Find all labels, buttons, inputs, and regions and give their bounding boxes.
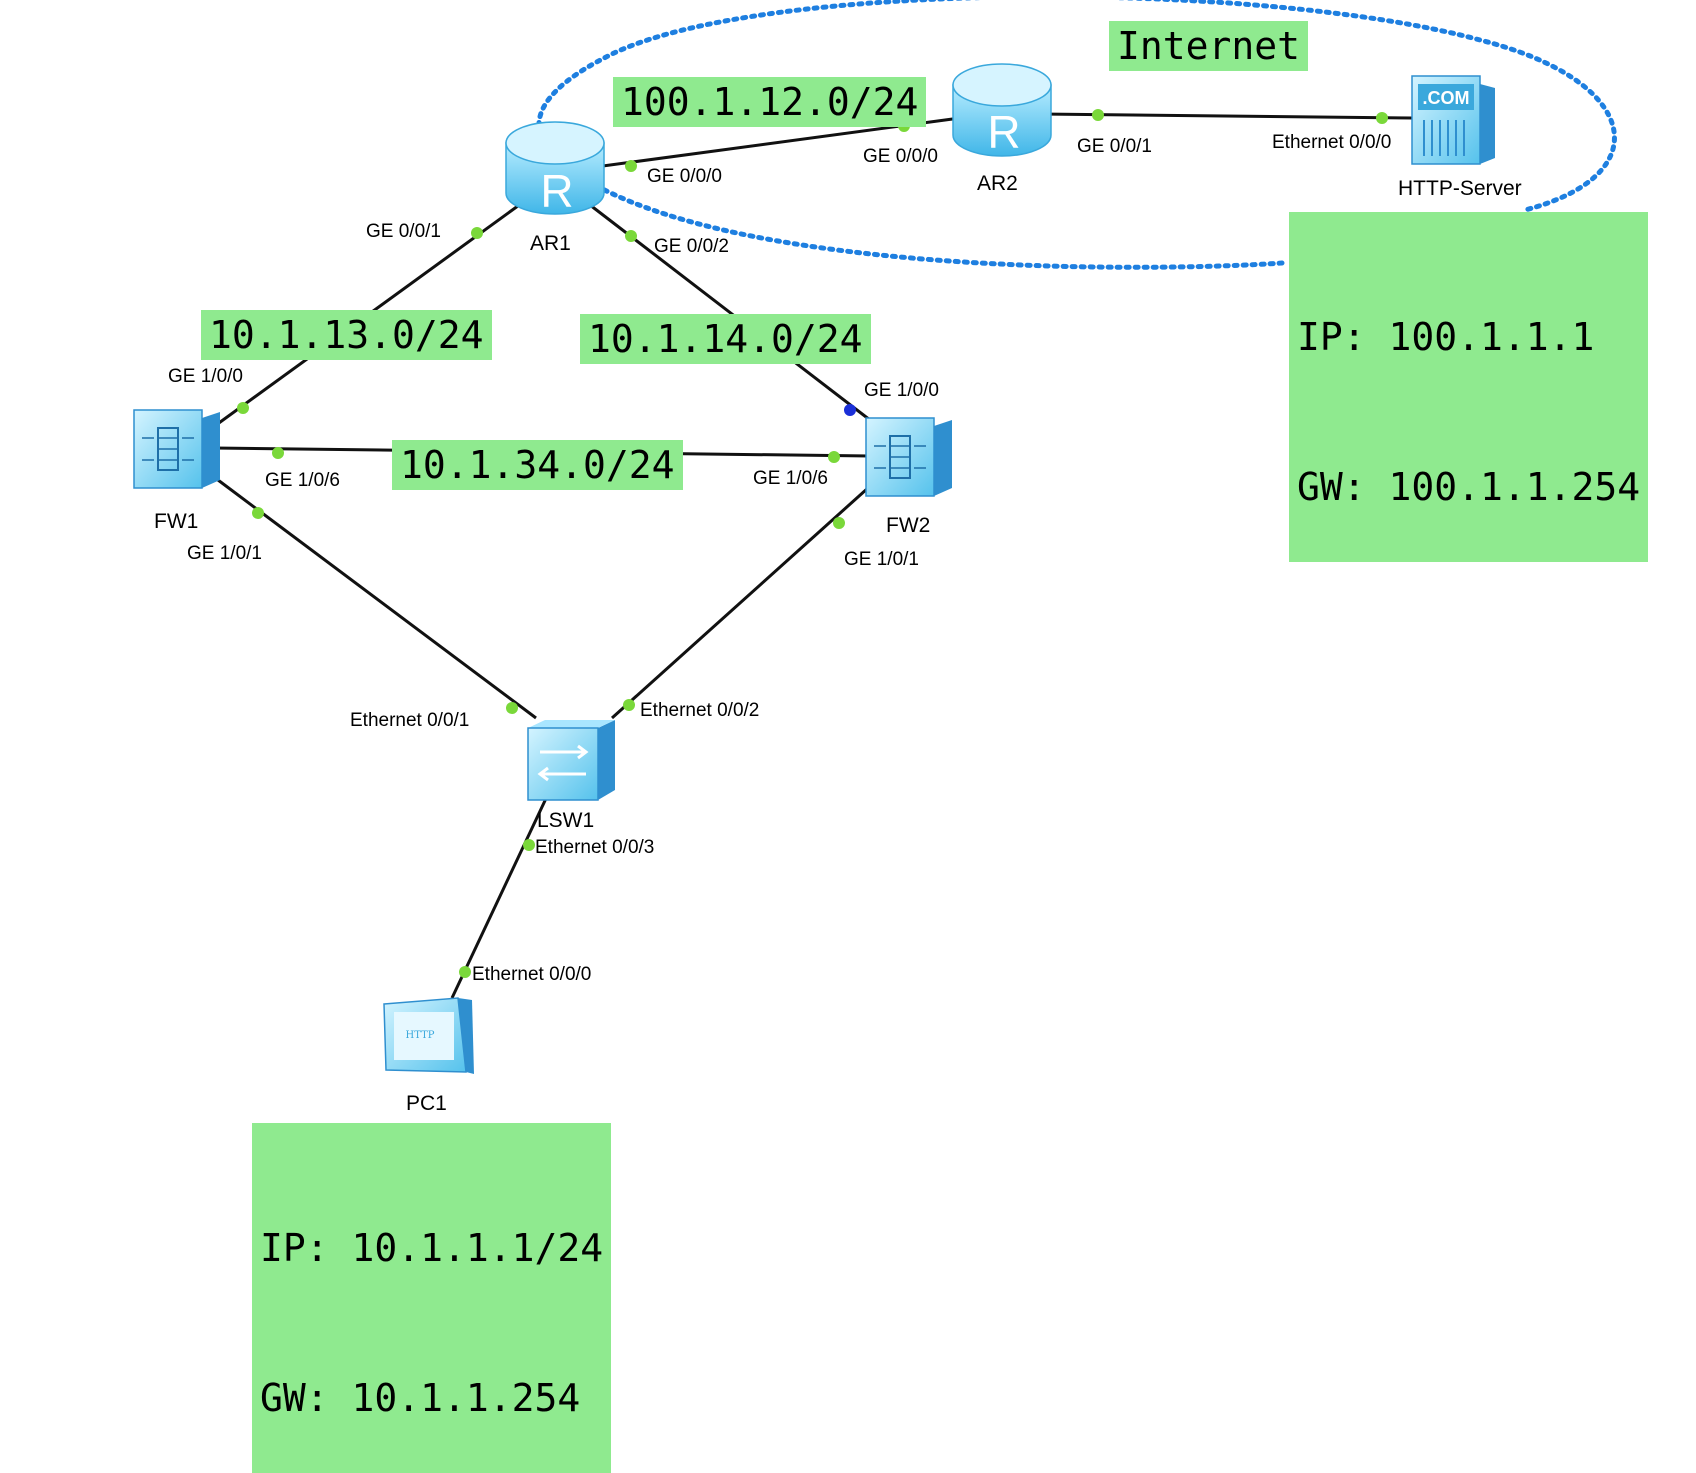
internet-cloud-outline bbox=[536, 0, 1617, 270]
interface-label: Ethernet 0/0/0 bbox=[472, 964, 591, 985]
server-icon-text: .COM bbox=[1423, 88, 1470, 108]
port-dot bbox=[252, 507, 264, 519]
port-dot bbox=[828, 451, 840, 463]
pc-pc1[interactable]: HTTP bbox=[383, 997, 474, 1074]
device-label-http-server: HTTP-Server bbox=[1398, 177, 1522, 200]
pc-info-box: IP: 10.1.1.1/24 GW: 10.1.1.254 bbox=[252, 1123, 612, 1473]
switch-icon-top bbox=[528, 720, 615, 728]
port-dot bbox=[623, 699, 635, 711]
port-dot bbox=[625, 230, 637, 242]
firewall-icon-side bbox=[202, 412, 220, 488]
device-label-ar2: AR2 bbox=[977, 172, 1018, 195]
device-label-fw2: FW2 bbox=[886, 514, 930, 537]
router-icon-letter: R bbox=[540, 165, 573, 217]
switch-icon bbox=[527, 727, 599, 801]
port-dot bbox=[523, 839, 535, 851]
link-ar1-fw2 bbox=[589, 203, 871, 422]
server-ip: IP: 100.1.1.1 bbox=[1297, 315, 1595, 359]
interface-label: GE 1/0/0 bbox=[864, 380, 939, 401]
network-label-ar1-fw2: 10.1.14.0/24 bbox=[580, 314, 871, 364]
switch-icon-side bbox=[598, 720, 615, 800]
link-lsw1-pc1 bbox=[450, 789, 552, 999]
server-http[interactable]: .COM bbox=[1411, 75, 1495, 165]
port-dot bbox=[471, 227, 483, 239]
router-ar1[interactable]: R bbox=[505, 121, 605, 217]
port-dot bbox=[459, 966, 471, 978]
interface-label: GE 1/0/0 bbox=[168, 366, 243, 387]
port-dot bbox=[833, 517, 845, 529]
interface-label: Ethernet 0/0/2 bbox=[640, 700, 759, 721]
device-label-lsw1: LSW1 bbox=[537, 809, 594, 832]
interface-label: GE 0/0/1 bbox=[1077, 136, 1152, 157]
server-info-box: IP: 100.1.1.1 GW: 100.1.1.254 bbox=[1289, 212, 1649, 562]
interface-label: GE 1/0/6 bbox=[265, 470, 340, 491]
device-label-pc1: PC1 bbox=[406, 1092, 447, 1115]
interface-label: GE 0/0/0 bbox=[647, 166, 722, 187]
device-label-ar1: AR1 bbox=[530, 232, 571, 255]
interface-label: Ethernet 0/0/0 bbox=[1272, 132, 1391, 153]
internet-label: Internet bbox=[1109, 21, 1309, 71]
topology-canvas: R R .COM bbox=[133, 0, 1617, 1115]
network-label-ar1-ar2: 100.1.12.0/24 bbox=[613, 77, 927, 127]
firewall-fw2[interactable] bbox=[865, 417, 952, 497]
switch-lsw1[interactable] bbox=[527, 720, 615, 801]
link-fw1-lsw1 bbox=[217, 478, 537, 720]
router-icon-top bbox=[952, 63, 1052, 107]
interface-label: GE 0/0/0 bbox=[863, 146, 938, 167]
link-fw2-lsw1 bbox=[610, 486, 870, 720]
server-gateway: GW: 100.1.1.254 bbox=[1297, 465, 1641, 509]
pc-ip: IP: 10.1.1.1/24 bbox=[260, 1226, 604, 1270]
firewall-icon-side bbox=[934, 420, 952, 496]
interface-label: Ethernet 0/0/3 bbox=[535, 837, 654, 858]
firewall-fw1[interactable] bbox=[133, 409, 220, 489]
router-icon-top bbox=[505, 121, 605, 165]
interface-label: GE 1/0/1 bbox=[187, 543, 262, 564]
pc-icon-text: HTTP bbox=[406, 1030, 435, 1041]
router-icon-letter: R bbox=[987, 106, 1020, 158]
device-label-fw1: FW1 bbox=[154, 510, 198, 533]
pc-icon-side bbox=[458, 998, 474, 1074]
port-dot bbox=[844, 404, 856, 416]
interface-label: GE 1/0/1 bbox=[844, 549, 919, 570]
interface-label: GE 1/0/6 bbox=[753, 468, 828, 489]
server-icon-screen bbox=[1418, 84, 1474, 110]
interface-label: GE 0/0/1 bbox=[366, 221, 441, 242]
server-icon-side bbox=[1480, 84, 1495, 164]
network-label-fw1-fw2: 10.1.34.0/24 bbox=[392, 440, 683, 490]
port-dot bbox=[625, 160, 637, 172]
pc-gateway: GW: 10.1.1.254 bbox=[260, 1376, 581, 1420]
port-dot bbox=[506, 702, 518, 714]
port-dot bbox=[1376, 112, 1388, 124]
interface-label: GE 0/0/2 bbox=[654, 236, 729, 257]
pc-icon-screen bbox=[394, 1012, 454, 1060]
network-label-ar1-fw1: 10.1.13.0/24 bbox=[201, 310, 492, 360]
port-dot bbox=[237, 402, 249, 414]
port-dot bbox=[272, 447, 284, 459]
port-dot bbox=[1092, 109, 1104, 121]
router-ar2[interactable]: R bbox=[952, 63, 1052, 158]
interface-label: Ethernet 0/0/1 bbox=[350, 710, 469, 731]
